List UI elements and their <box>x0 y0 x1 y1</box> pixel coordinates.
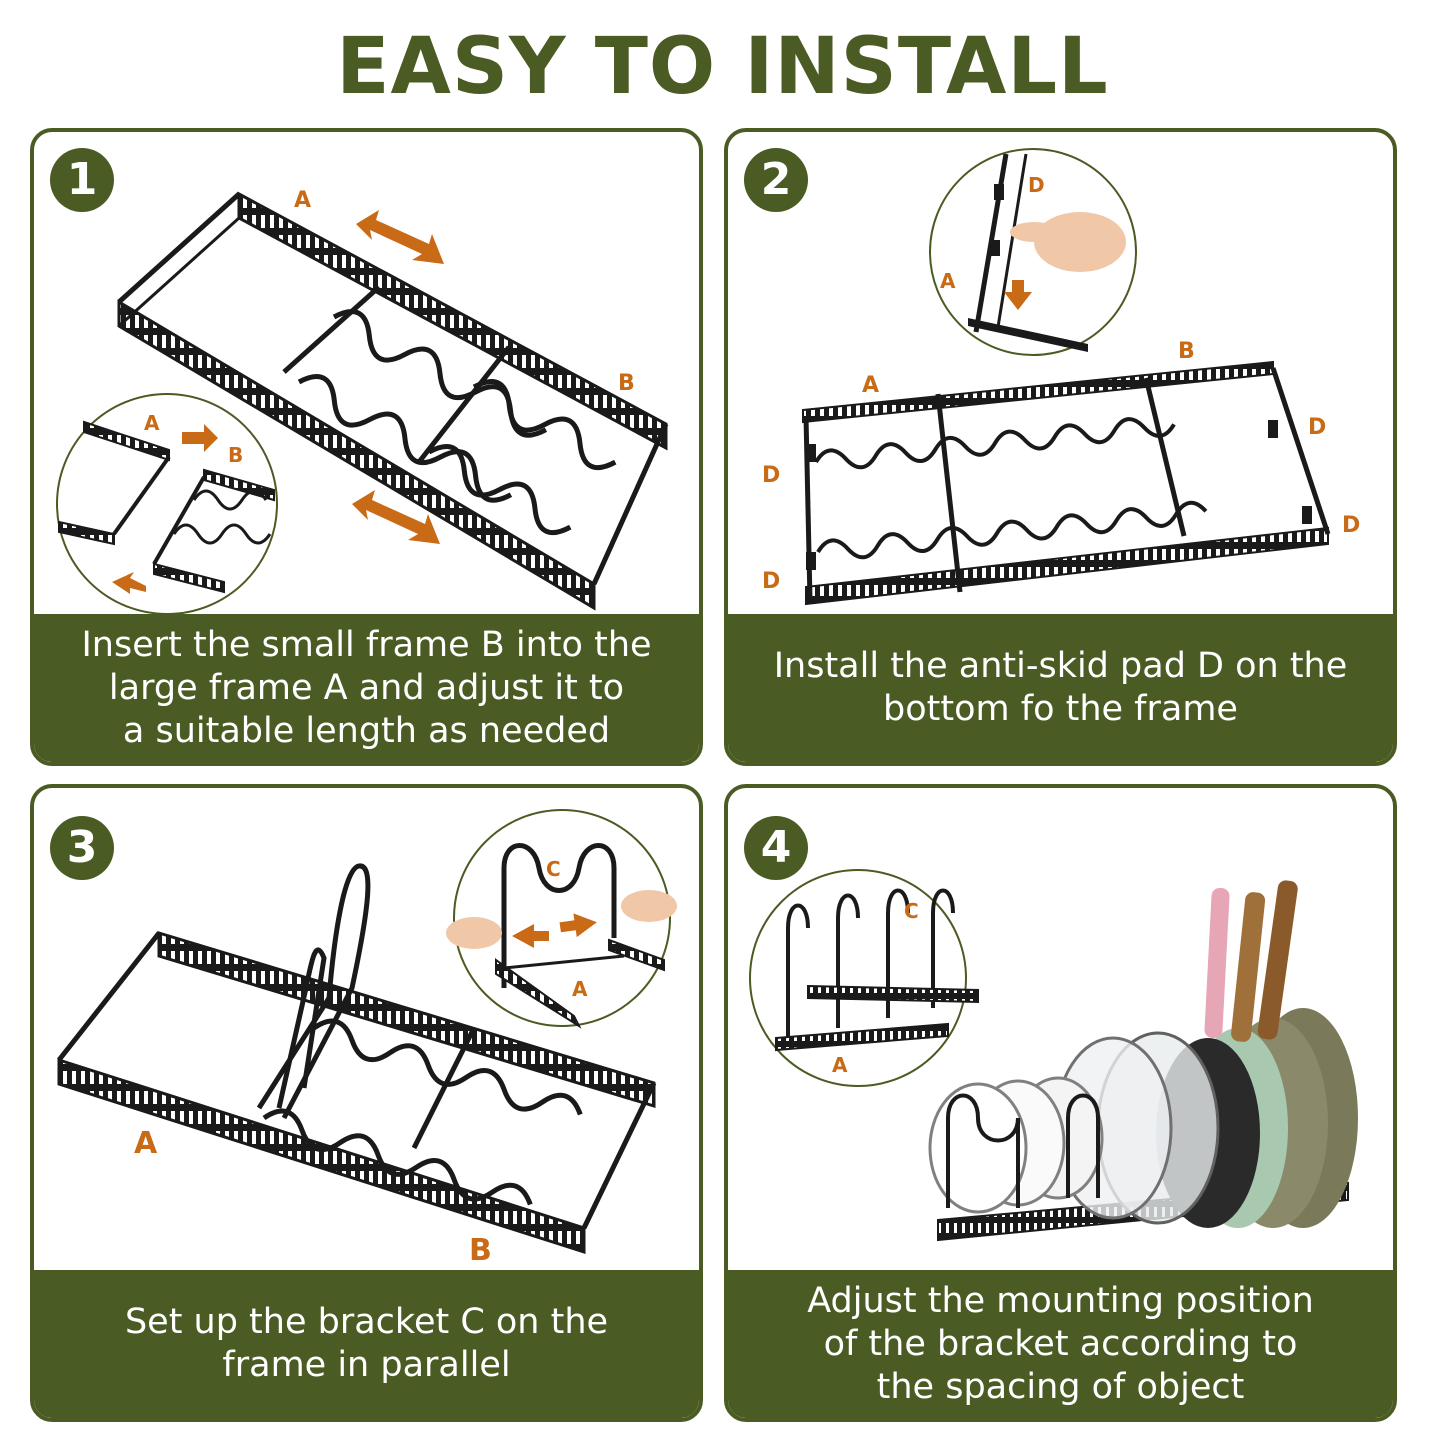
caption-line: a suitable length as needed <box>122 710 611 751</box>
step-1-illustration: A B A B <box>34 132 699 622</box>
label-d: D <box>762 463 780 488</box>
hand-icon <box>1034 212 1126 272</box>
inset-label-a: A <box>144 411 160 435</box>
inset-label-c: C <box>904 899 919 923</box>
inset-circle-4: C A <box>749 869 979 1087</box>
inset-label-c: C <box>546 857 561 881</box>
step-1-badge: 1 <box>50 148 114 212</box>
inset-circle-1: A B <box>56 393 278 615</box>
caption-line: Insert the small frame B into the <box>81 624 652 665</box>
caption-line: the spacing of object <box>876 1366 1245 1407</box>
step-2-panel: D A A B D D D D <box>724 128 1397 766</box>
caption-line: large frame A and adjust it to <box>108 667 625 708</box>
inset-label-d: D <box>1028 173 1045 197</box>
inset-label-a: A <box>832 1053 848 1077</box>
caption-line: frame in parallel <box>222 1345 511 1385</box>
inset-circle-3: C A <box>446 809 677 1029</box>
label-a: A <box>862 373 879 398</box>
label-d: D <box>762 569 780 594</box>
step-3-panel: A B C A 3 Set up the bracket C on the fr… <box>30 784 703 1422</box>
step-2-illustration: D A A B D D D D <box>728 132 1393 622</box>
rack-frame-illustration <box>117 191 669 611</box>
caption-line: Adjust the mounting position <box>807 1280 1314 1321</box>
step-2-caption: Install the anti-skid pad D on the botto… <box>728 614 1393 762</box>
step-4-illustration: C A <box>728 788 1393 1274</box>
pans-and-lids-photo <box>928 880 1358 1242</box>
caption-line: Set up the bracket C on the <box>124 1302 609 1342</box>
step-3-badge: 3 <box>50 816 114 880</box>
caption-line: bottom fo the frame <box>883 689 1238 729</box>
inset-label-a: A <box>572 977 588 1001</box>
step-4-badge: 4 <box>744 816 808 880</box>
label-d: D <box>1342 513 1360 538</box>
label-b: B <box>1178 339 1195 364</box>
label-d: D <box>1308 415 1326 440</box>
label-a: A <box>134 1126 158 1161</box>
bracket-c-illustration <box>256 863 371 1120</box>
page-title: EASY TO INSTALL <box>336 22 1109 112</box>
label-b: B <box>469 1233 492 1268</box>
label-a: A <box>294 188 311 213</box>
rack-frame-illustration <box>57 863 657 1255</box>
caption-line: Install the anti-skid pad D on the <box>773 646 1348 686</box>
step-4-panel: C A 4 Adjust the mo <box>724 784 1397 1422</box>
step-4-caption: Adjust the mounting position of the brac… <box>728 1270 1393 1418</box>
step-3-illustration: A B C A <box>34 788 699 1274</box>
hand-icon <box>446 917 502 949</box>
inset-label-a: A <box>940 269 956 293</box>
step-2-badge: 2 <box>744 148 808 212</box>
caption-line: of the bracket according to <box>823 1323 1298 1364</box>
inset-label-b: B <box>228 443 243 467</box>
label-b: B <box>618 371 635 396</box>
rack-frame-illustration <box>802 360 1331 606</box>
hand-icon <box>621 890 677 922</box>
adjust-arrow-bottom <box>352 490 440 544</box>
adjust-arrow-top <box>356 210 444 264</box>
inset-circle-2: D A <box>929 148 1137 356</box>
step-1-caption: Insert the small frame B into the large … <box>34 614 699 762</box>
step-3-caption: Set up the bracket C on the frame in par… <box>34 1270 699 1418</box>
step-1-panel: A B A B 1 Insert the small frame B into … <box>30 128 703 766</box>
